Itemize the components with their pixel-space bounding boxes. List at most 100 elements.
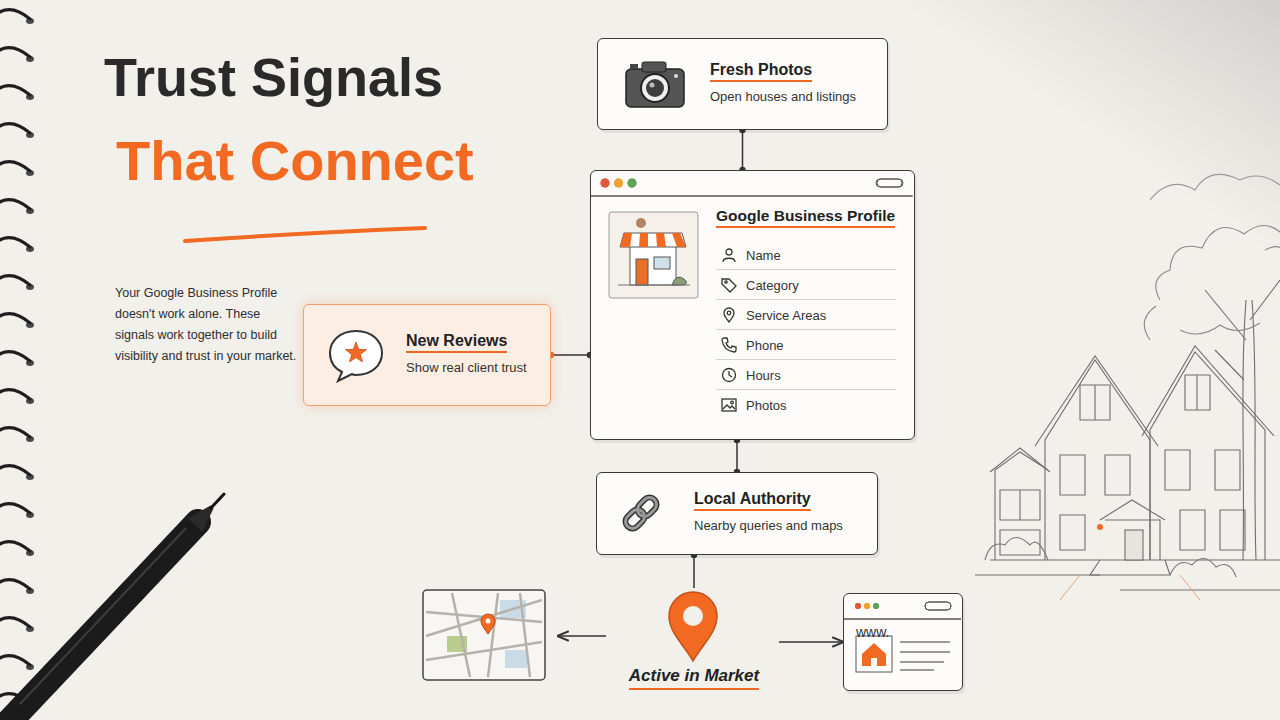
drawing-part — [855, 603, 861, 609]
drawing-part — [626, 69, 684, 107]
drawing-part — [855, 603, 861, 609]
drawing-part — [925, 602, 951, 610]
drawing-part — [844, 619, 961, 620]
connector — [779, 641, 843, 643]
field-row: Hours — [716, 360, 896, 390]
drawing-part — [725, 281, 727, 283]
drawing-part — [871, 658, 877, 666]
drawing-part — [1090, 560, 1170, 575]
connector — [742, 130, 744, 170]
drawing-part — [486, 619, 491, 624]
connector — [736, 440, 738, 472]
drawing-part — [618, 285, 690, 286]
drawing-part — [635, 495, 660, 520]
drawing-part — [623, 495, 660, 532]
field-row: Service Areas — [716, 300, 896, 330]
drawing-part — [990, 448, 1050, 472]
drawing-part — [1100, 500, 1165, 560]
drawing-part — [722, 338, 736, 352]
card-body: Show real client trust — [406, 360, 530, 375]
drawing-part — [876, 179, 902, 187]
field-row: Category — [716, 270, 896, 300]
drawing-part — [623, 507, 648, 532]
authority-card: Local AuthorityNearby queries and maps — [596, 472, 878, 555]
spiral-binding — [0, 0, 40, 720]
field-name: Category — [746, 278, 799, 293]
walkway — [1060, 575, 1200, 600]
icon — [326, 327, 386, 387]
drawing-part — [844, 619, 961, 620]
drawing-part — [877, 179, 903, 187]
url-text: www. — [856, 624, 950, 640]
drawing-part — [844, 594, 961, 620]
drawing-part — [505, 650, 527, 668]
icon — [844, 594, 961, 624]
drawing-part — [601, 179, 610, 188]
drawing-part — [1125, 530, 1143, 560]
drawing-part — [723, 405, 735, 409]
drawing-part — [721, 247, 737, 263]
drawing-part — [975, 560, 1280, 590]
drawing-part — [1080, 385, 1110, 420]
drawing-part — [729, 371, 732, 377]
drawing-part — [650, 83, 655, 88]
profile-window: Google Business ProfileNameCategoryServi… — [590, 170, 915, 440]
icon — [665, 588, 721, 668]
drawing-part — [731, 401, 734, 404]
drawing-part — [642, 62, 666, 72]
drawing-part — [722, 399, 736, 411]
field-row: Name — [716, 240, 896, 270]
photo-card: Fresh PhotosOpen houses and listings — [597, 38, 888, 130]
card-heading: Local Authority — [694, 490, 811, 511]
corner-shadow — [900, 0, 1280, 320]
drawing-part — [623, 495, 660, 532]
drawing-part — [995, 452, 1048, 560]
drawing-part — [724, 308, 734, 322]
drawing-part — [1000, 490, 1040, 520]
field-name: Name — [746, 248, 781, 263]
drawing-part — [1060, 455, 1130, 495]
map-thumbnail — [423, 590, 545, 680]
drawing-part — [1150, 174, 1280, 200]
field-name: Service Areas — [746, 308, 826, 323]
icon — [608, 211, 699, 303]
drawing-part — [635, 495, 660, 520]
drawing-part — [628, 179, 637, 188]
drawing-part — [646, 79, 664, 97]
drawing-part — [721, 367, 737, 383]
drawing-part — [620, 233, 686, 247]
drawing-part — [591, 171, 912, 197]
field-name: Phone — [746, 338, 784, 353]
field-list: NameCategoryService AreasPhoneHoursPhoto… — [716, 240, 896, 420]
drawing-part — [609, 212, 698, 298]
drawing-part — [623, 507, 648, 532]
drawing-part — [721, 307, 737, 323]
drawing-part — [654, 257, 670, 269]
icon — [621, 493, 661, 537]
icon — [624, 59, 686, 115]
drawing-part — [211, 494, 224, 508]
drawing-part — [608, 211, 699, 299]
drawing-part — [614, 179, 623, 188]
drawing-part — [591, 171, 913, 197]
drawing-part — [726, 249, 732, 255]
market-pin: Active in Market — [609, 588, 779, 694]
drawing-part — [641, 74, 669, 102]
pin-label: Active in Market — [629, 666, 759, 690]
drawing-part — [1045, 360, 1150, 560]
card-body: Nearby queries and maps — [694, 518, 857, 533]
card-body: Open houses and listings — [710, 89, 867, 104]
drawing-part — [0, 522, 198, 720]
drawing-part — [636, 218, 646, 228]
drawing-part — [721, 277, 737, 293]
drawing-part — [630, 64, 638, 69]
title: Trust Signals — [104, 46, 443, 108]
drawing-part — [862, 643, 886, 666]
drawing-part — [423, 590, 545, 680]
drawing-part — [1165, 450, 1240, 490]
subtitle: That Connect — [116, 128, 474, 193]
drawing-part — [326, 327, 386, 383]
drawing-part — [20, 528, 186, 704]
house-sketch — [975, 174, 1280, 590]
